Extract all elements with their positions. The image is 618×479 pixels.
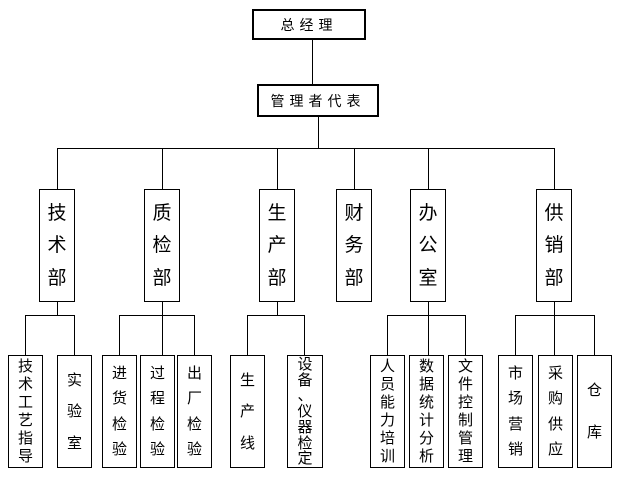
connector-line (387, 315, 388, 355)
connector-line (594, 315, 595, 355)
node-dept-finance: 财务部 (336, 189, 372, 302)
connector-line (428, 148, 429, 189)
connector-line (277, 302, 278, 315)
node-incoming-inspection: 进货检验 (102, 355, 137, 468)
node-tech-process-guidance: 技术工艺指导 (8, 355, 43, 468)
node-marketing: 市场营销 (498, 355, 533, 468)
connector-line (554, 148, 555, 189)
node-laboratory: 实验室 (57, 355, 92, 468)
connector-line (57, 302, 58, 315)
connector-line (247, 315, 305, 316)
connector-line (387, 315, 466, 316)
node-equipment-instrument-verification: 设备、仪器检定 (287, 355, 323, 468)
node-data-statistics-analysis: 数据统计分析 (409, 355, 444, 468)
connector-line (318, 117, 319, 148)
node-dept-supply-sales: 供销部 (536, 189, 572, 302)
connector-line (515, 315, 595, 316)
node-process-inspection: 过程检验 (140, 355, 175, 468)
connector-line (162, 148, 163, 189)
connector-line (354, 148, 355, 189)
node-dept-quality-inspection: 质检部 (144, 189, 180, 302)
connector-line (57, 148, 58, 189)
connector-line (312, 40, 313, 84)
node-warehouse: 仓库 (577, 355, 612, 468)
connector-line (465, 315, 466, 355)
connector-line (74, 315, 75, 355)
connector-line (428, 302, 429, 355)
node-general-manager: 总经理 (252, 9, 366, 40)
node-outgoing-inspection: 出厂检验 (177, 355, 212, 468)
node-dept-technical: 技术部 (39, 189, 75, 302)
connector-line (57, 148, 555, 149)
node-dept-office: 办公室 (410, 189, 446, 302)
connector-line (194, 315, 195, 355)
connector-line (25, 315, 26, 355)
node-document-control-management: 文件控制管理 (448, 355, 483, 468)
node-management-representative: 管理者代表 (257, 84, 379, 117)
node-production-line: 生产线 (230, 355, 265, 468)
connector-line (247, 315, 248, 355)
node-dept-production: 生产部 (259, 189, 295, 302)
connector-line (554, 302, 555, 355)
connector-line (25, 315, 75, 316)
node-personnel-capability-training: 人员能力培训 (370, 355, 405, 468)
node-purchasing-supply: 采购供应 (538, 355, 573, 468)
connector-line (304, 315, 305, 355)
connector-line (515, 315, 516, 355)
connector-line (119, 315, 195, 316)
connector-line (277, 148, 278, 189)
connector-line (162, 302, 163, 355)
connector-line (119, 315, 120, 355)
